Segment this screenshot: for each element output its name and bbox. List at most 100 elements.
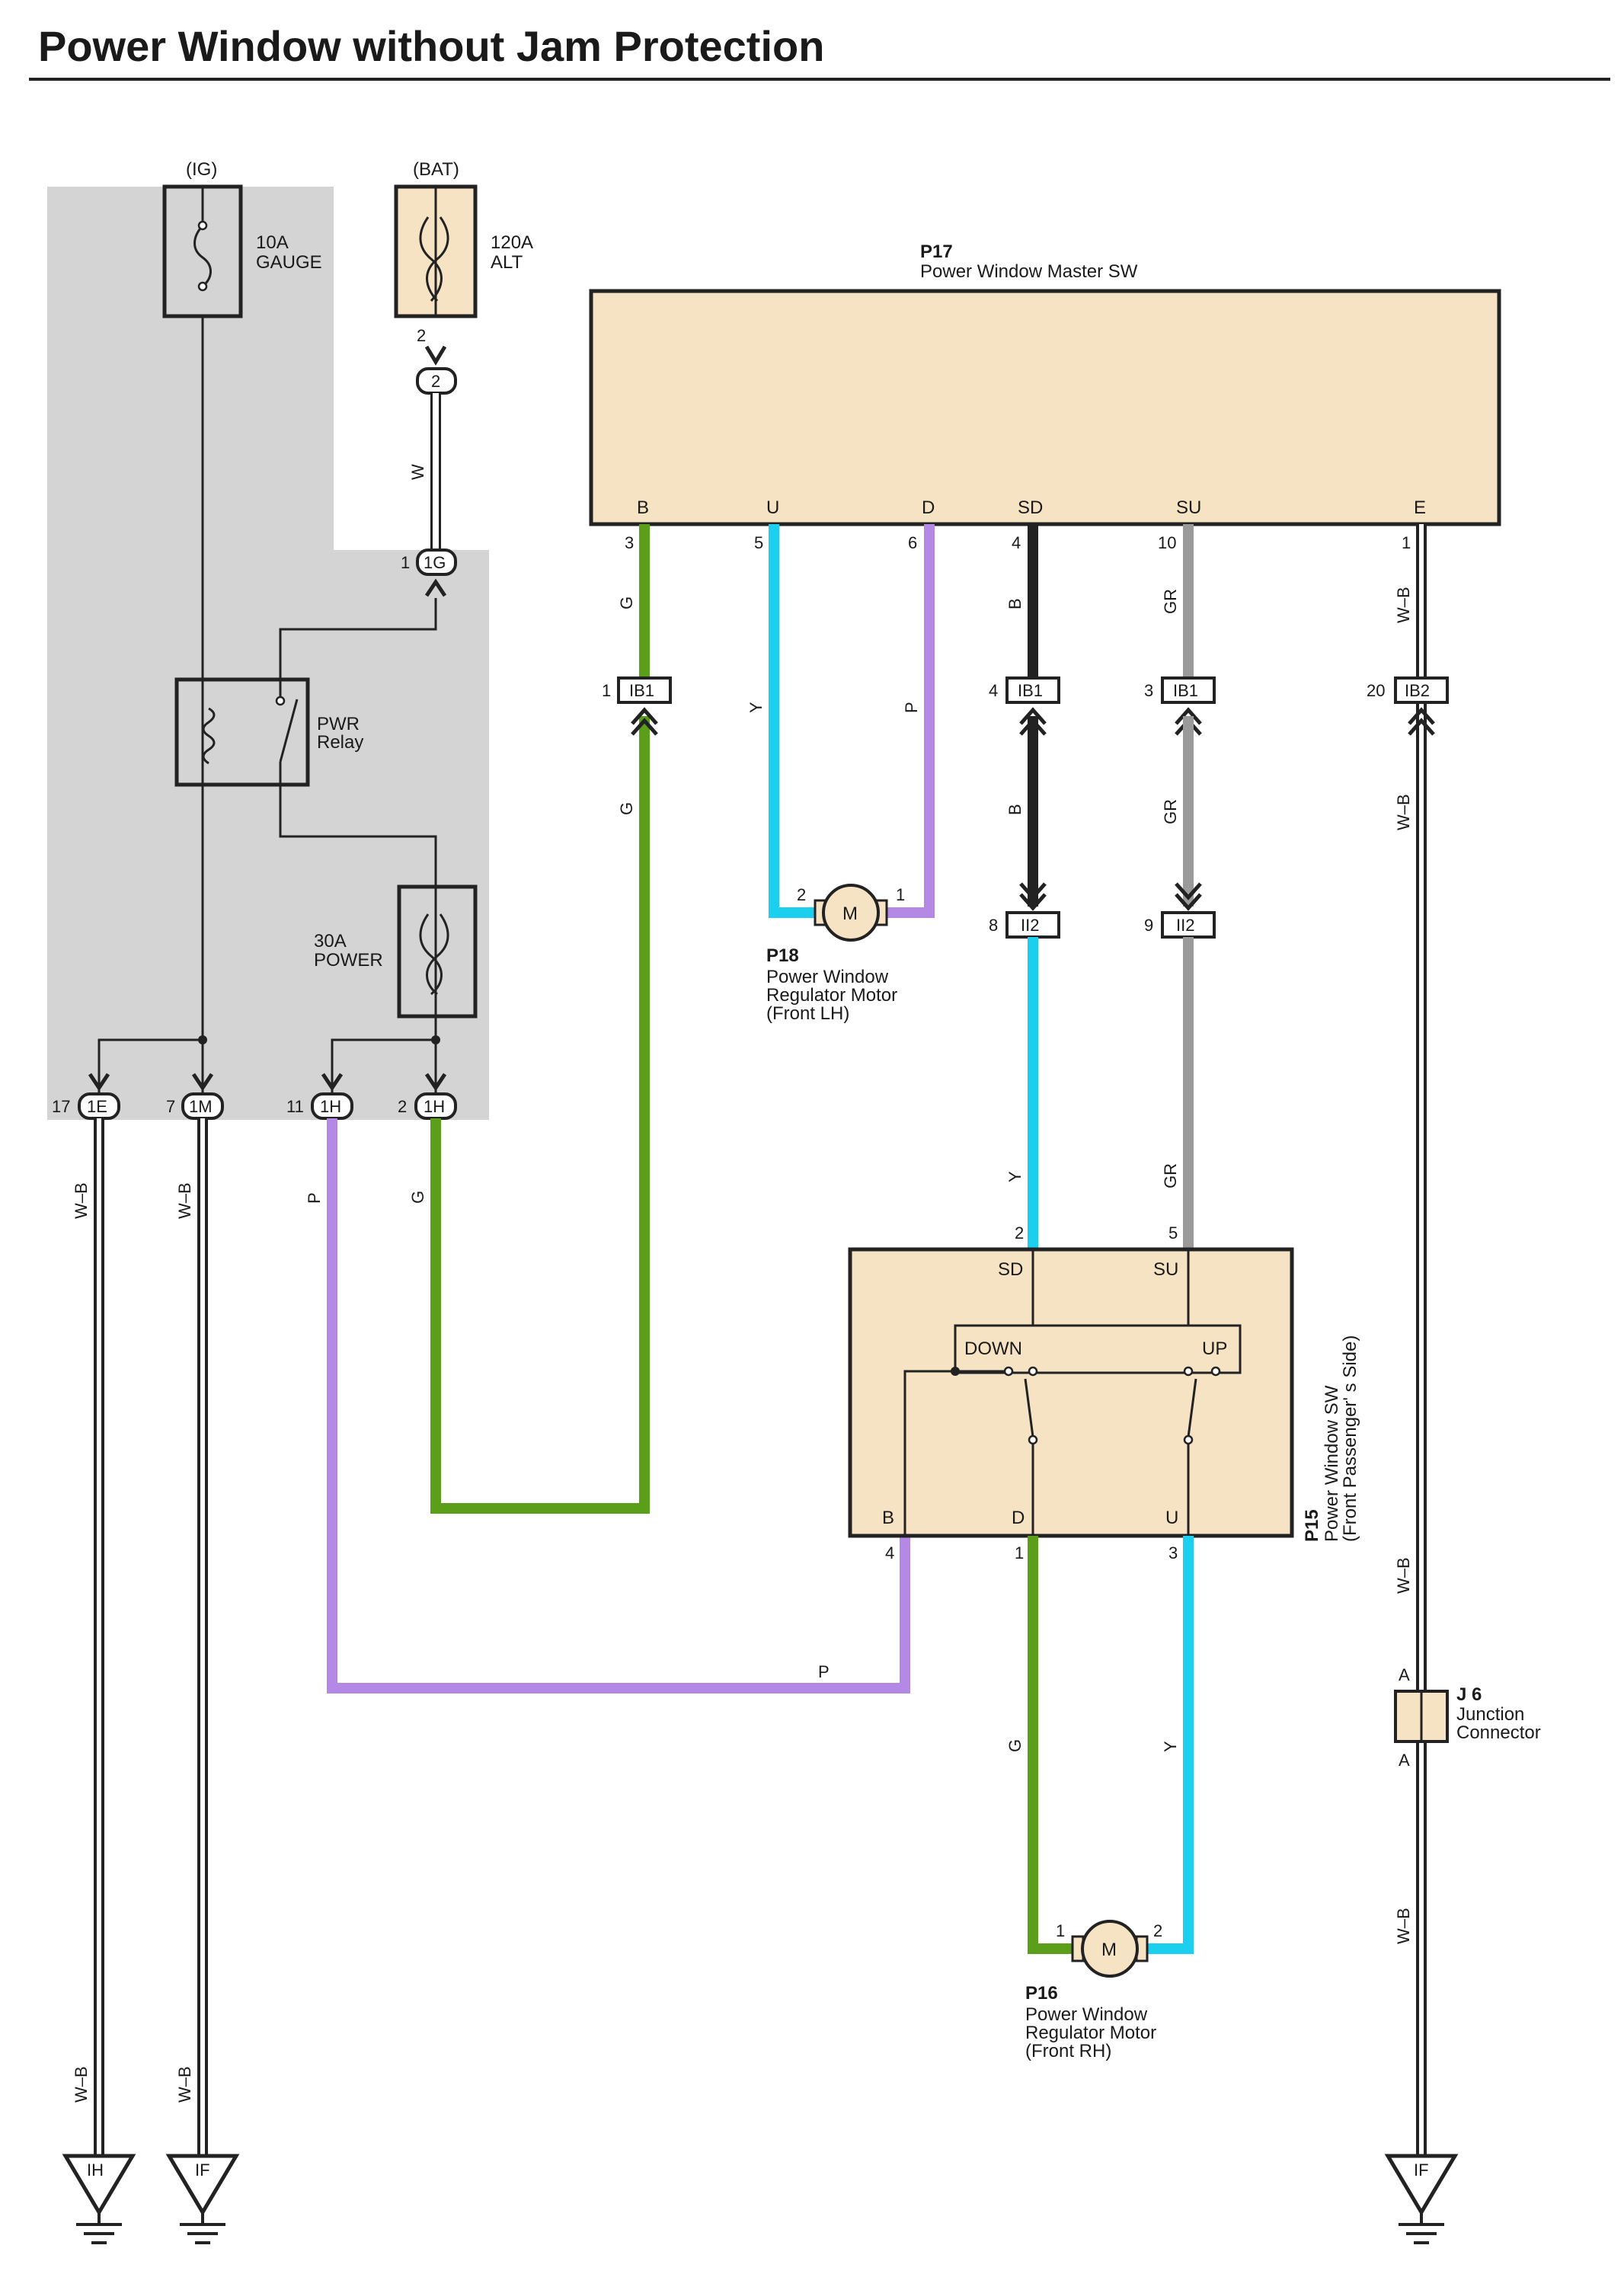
p15-up-contact-b — [1183, 1366, 1194, 1377]
p15-line2: (Front Passenger' s Side) — [1340, 1335, 1360, 1542]
conn-2-label: 2 — [431, 372, 440, 391]
wire-b-label-1: B — [1005, 598, 1025, 609]
conn-1h-a-group: 1H 11 — [286, 1073, 353, 1120]
p15-passenger-switch — [848, 1247, 1294, 1538]
pwr-relay — [174, 677, 310, 787]
wire-w-label: W — [408, 464, 427, 480]
wire-y-label-1: Y — [746, 702, 766, 713]
fuse-gauge-node-top — [197, 220, 208, 231]
conn-ii2-gr-label: II2 — [1176, 916, 1194, 935]
conn-ib1-gr-label: IB1 — [1173, 681, 1198, 700]
p17-term-d: D — [922, 497, 935, 518]
conn-ib1-b-pin: 4 — [989, 681, 998, 700]
p15-pin-b: 4 — [885, 1543, 894, 1562]
fuse-alt-element — [419, 216, 449, 302]
page-title: Power Window without Jam Protection — [38, 22, 824, 70]
fuse-gauge-amp: 10A — [256, 232, 289, 253]
wire-gauge-1e — [98, 1038, 203, 1097]
conn-2-pin: 2 — [417, 326, 426, 345]
p17-pin-d: 6 — [908, 533, 917, 552]
p15-term-u: U — [1165, 1508, 1178, 1528]
p15-term-sd: SD — [998, 1259, 1023, 1280]
conn-ib1-g-pin: 1 — [602, 681, 611, 700]
conn-2-arrow — [424, 345, 447, 366]
wire-wb-1m-label-bot: W–B — [175, 2066, 194, 2103]
conn-ib2 — [1394, 676, 1449, 704]
p15-term-su: SU — [1153, 1259, 1178, 1280]
j6-line2: Connector — [1456, 1722, 1541, 1743]
relay-contact-arm — [279, 699, 299, 763]
wire-y-p17-p18 — [769, 524, 820, 918]
conn-1g — [416, 549, 457, 576]
ground-ih-label: IH — [87, 2160, 104, 2180]
conn-1m-group: 1M 7 — [166, 1073, 224, 1120]
ground-ih: IH — [66, 2156, 133, 2243]
conn-1g-arrow — [424, 578, 447, 597]
p18-motor-symbol: M — [842, 904, 858, 924]
j6-pin-bottom: A — [1399, 1751, 1410, 1770]
conn-ii2-gr-arrow — [1175, 882, 1202, 911]
conn-1h-a-label: 1H — [320, 1097, 341, 1116]
p15-down-pivot — [1028, 1434, 1038, 1445]
p17-master-switch — [589, 289, 1501, 526]
ground-if-right: IF — [1388, 2156, 1455, 2243]
conn-ii2-b-pin: 8 — [989, 916, 998, 935]
wire-g-label-3: G — [617, 596, 636, 609]
wire-1g-relay — [279, 598, 437, 684]
fuse-gauge-name: GAUGE — [256, 252, 322, 273]
ground-if-left-label: IF — [195, 2160, 210, 2180]
wire-b-label-2: B — [1005, 804, 1025, 815]
p18-pin-a: 2 — [797, 885, 806, 904]
conn-1h-b-label: 1H — [424, 1097, 445, 1116]
p15-b-bus — [903, 1370, 1005, 1536]
p15-up-label: UP — [1202, 1338, 1227, 1359]
p18-line3: (Front LH) — [766, 1003, 849, 1024]
p17-term-u: U — [766, 497, 779, 518]
p18-pin-b: 1 — [896, 885, 905, 904]
p17-pin-u: 5 — [754, 533, 763, 552]
p17-pin-sd: 4 — [1012, 533, 1021, 552]
wire-g-label-2: G — [617, 802, 636, 815]
wire-gr-label-2: GR — [1161, 799, 1180, 824]
p18-line2: Regulator Motor — [766, 985, 897, 1006]
ground-if-right-label: IF — [1414, 2160, 1429, 2180]
p17-pin-e: 1 — [1402, 533, 1411, 552]
p17-name: Power Window Master SW — [920, 261, 1138, 282]
wire-wb-1e-label-top: W–B — [72, 1182, 91, 1219]
p15-pin-su: 5 — [1168, 1223, 1178, 1243]
ig-label: (IG) — [186, 159, 217, 180]
p16-pin-b: 2 — [1153, 1921, 1162, 1940]
wire-p-label-3: P — [902, 702, 921, 713]
conn-ib2-label: IB2 — [1405, 681, 1430, 700]
p15-term-b: B — [882, 1508, 894, 1528]
p15-pin-sd: 2 — [1015, 1223, 1024, 1243]
conn-ib1-g-arrow — [631, 707, 658, 736]
p17-term-sd: SD — [1018, 497, 1043, 518]
wire-power-1h — [331, 1038, 436, 1097]
wire-gr-label-1: GR — [1161, 589, 1180, 614]
p17-pin-b: 3 — [625, 533, 634, 552]
p17-pin-su: 10 — [1158, 533, 1176, 552]
relay-coil — [202, 707, 216, 765]
wire-p-label-2: P — [818, 1662, 830, 1681]
wire-wb-label-p17-1: W–B — [1394, 587, 1413, 623]
conn-1h-a-pin: 11 — [286, 1097, 304, 1116]
wire-y-label-3: Y — [1161, 1741, 1180, 1752]
fuse-power-amp: 30A — [314, 931, 347, 951]
p18-code: P18 — [766, 945, 799, 966]
p15-down-arm — [1024, 1378, 1034, 1438]
conn-ii2-b-label: II2 — [1021, 916, 1039, 935]
p17-term-b: B — [637, 497, 649, 518]
wire-wb-1m-label-top: W–B — [175, 1182, 194, 1219]
p17-term-su: SU — [1176, 497, 1201, 518]
p17-code: P17 — [920, 241, 953, 262]
wire-p-label-1: P — [305, 1192, 324, 1204]
p15-up-contact-a — [1210, 1366, 1221, 1377]
j6-code: J 6 — [1456, 1684, 1482, 1705]
conn-1h-b-pin: 2 — [398, 1097, 407, 1116]
conn-ib1-g — [617, 676, 672, 704]
fuse-power-name: POWER — [314, 950, 383, 971]
conn-1g-label: 1G — [424, 553, 446, 572]
wire-p-1h-p15 — [327, 1118, 910, 1694]
p18-motor — [822, 884, 880, 942]
